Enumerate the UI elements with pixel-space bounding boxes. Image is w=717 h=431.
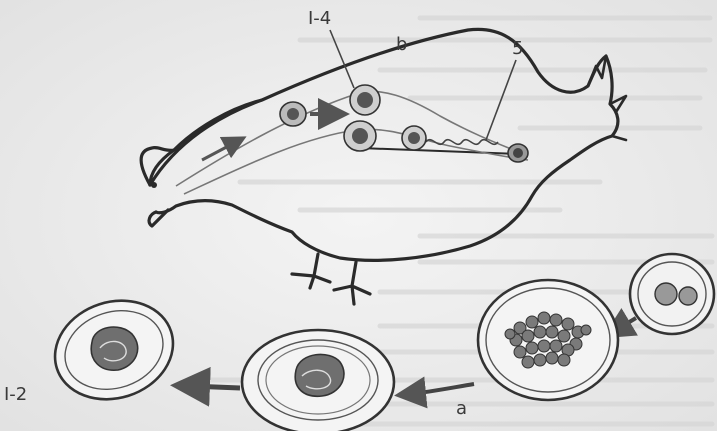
label-stage-1-2: I-2: [4, 384, 27, 405]
gut-cell-5: [508, 144, 528, 162]
gut-cell-3: [344, 121, 376, 151]
oocyst-sporulating: [478, 280, 618, 400]
gut-cell-4: [402, 126, 426, 150]
bird-eye-icon: [151, 182, 157, 188]
label-b: b: [396, 34, 407, 55]
gut-cell-2: [350, 85, 380, 115]
gut-cell-1: [280, 102, 306, 126]
oocyst-sporulated-middle: [242, 330, 394, 431]
label-a: a: [456, 398, 467, 419]
label-five: 5: [512, 38, 523, 59]
oocyst-unsporulated: [630, 254, 714, 334]
arrow-to-left: [190, 386, 240, 388]
label-stage-1-4: I-4: [308, 8, 331, 29]
